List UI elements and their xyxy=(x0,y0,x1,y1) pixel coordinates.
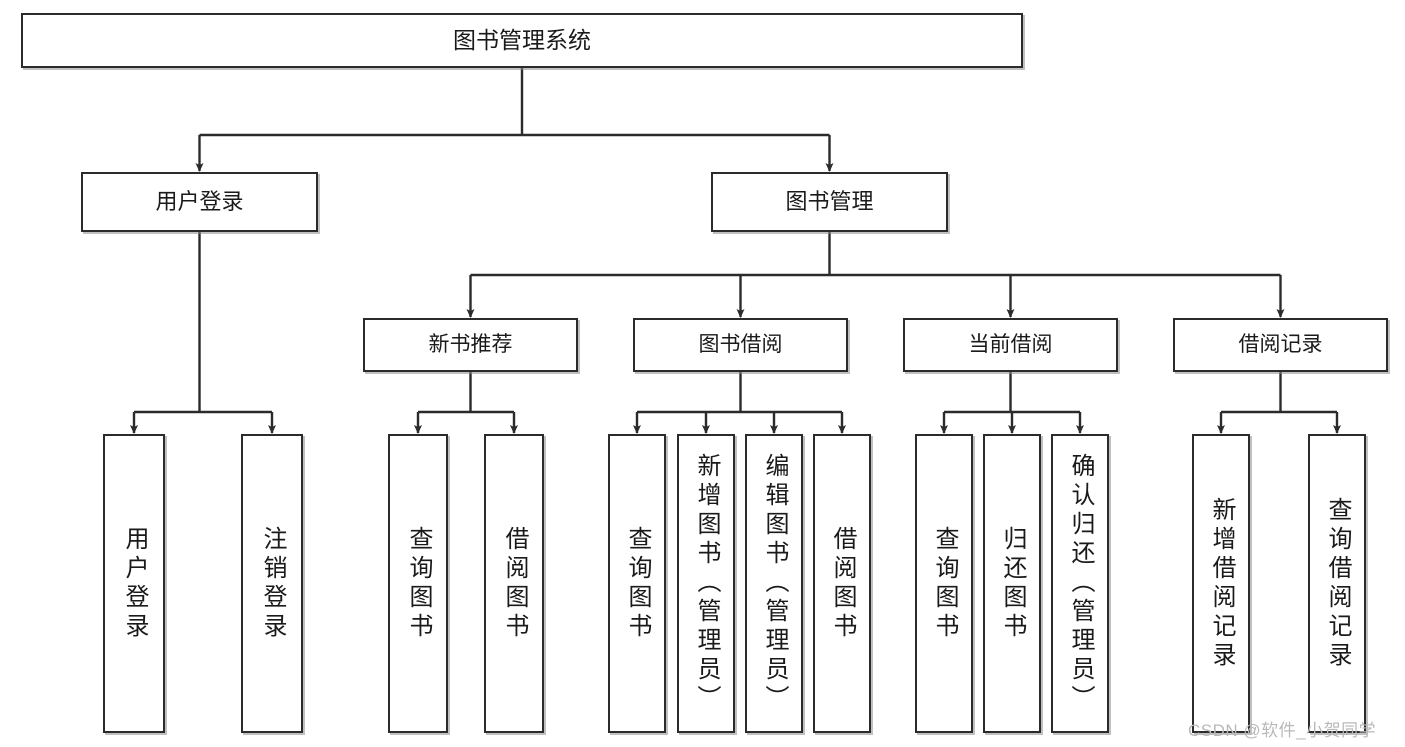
node-book-manage[interactable]: 图书管理 xyxy=(711,172,948,232)
node-label: 当前借阅 xyxy=(968,332,1053,356)
node-label: 编辑图书（管理员） xyxy=(761,453,788,714)
node-leaf-query-book-bb[interactable]: 查询图书 xyxy=(608,434,666,733)
node-label: 图书管理 xyxy=(785,189,874,215)
node-leaf-borrow-book-rec[interactable]: 借阅图书 xyxy=(484,434,544,733)
node-label: 查询图书 xyxy=(624,525,651,642)
node-label: 查询图书 xyxy=(405,525,432,642)
node-label: 注销登录 xyxy=(259,525,286,642)
node-leaf-query-record[interactable]: 查询借阅记录 xyxy=(1308,434,1366,733)
node-label: 新增借阅记录 xyxy=(1208,496,1235,671)
node-label: 查询图书 xyxy=(931,525,958,642)
node-label: 查询借阅记录 xyxy=(1324,496,1351,671)
node-current-borrow[interactable]: 当前借阅 xyxy=(903,318,1118,372)
node-leaf-confirm-return[interactable]: 确认归还（管理员） xyxy=(1051,434,1109,733)
node-label: 用户登录 xyxy=(121,525,148,642)
node-leaf-query-book-rec[interactable]: 查询图书 xyxy=(388,434,448,733)
node-label: 归还图书 xyxy=(999,525,1026,642)
node-leaf-user-logout[interactable]: 注销登录 xyxy=(241,434,303,733)
node-label: 借阅记录 xyxy=(1238,332,1323,356)
node-borrow-record[interactable]: 借阅记录 xyxy=(1173,318,1388,372)
watermark-label: CSDN @软件_小贺同学 xyxy=(1188,721,1377,740)
node-leaf-return-book[interactable]: 归还图书 xyxy=(983,434,1041,733)
node-label: 图书借阅 xyxy=(698,332,783,356)
node-label: 图书管理系统 xyxy=(453,26,591,53)
node-label: 新书推荐 xyxy=(428,332,513,356)
node-label: 借阅图书 xyxy=(829,525,856,642)
node-leaf-borrow-book-bb[interactable]: 借阅图书 xyxy=(813,434,871,733)
node-leaf-add-record[interactable]: 新增借阅记录 xyxy=(1192,434,1250,733)
node-label: 用户登录 xyxy=(155,189,244,215)
node-label: 确认归还（管理员） xyxy=(1067,453,1094,714)
node-book-borrow[interactable]: 图书借阅 xyxy=(633,318,848,372)
node-root-title[interactable]: 图书管理系统 xyxy=(21,13,1023,68)
node-leaf-add-book[interactable]: 新增图书（管理员） xyxy=(677,434,735,733)
node-new-book-recommend[interactable]: 新书推荐 xyxy=(363,318,578,372)
node-leaf-edit-book[interactable]: 编辑图书（管理员） xyxy=(745,434,803,733)
node-leaf-query-book-cb[interactable]: 查询图书 xyxy=(915,434,973,733)
node-user-login[interactable]: 用户登录 xyxy=(81,172,318,232)
node-leaf-user-login[interactable]: 用户登录 xyxy=(103,434,165,733)
node-label: 新增图书（管理员） xyxy=(693,453,720,714)
node-label: 借阅图书 xyxy=(501,525,528,642)
